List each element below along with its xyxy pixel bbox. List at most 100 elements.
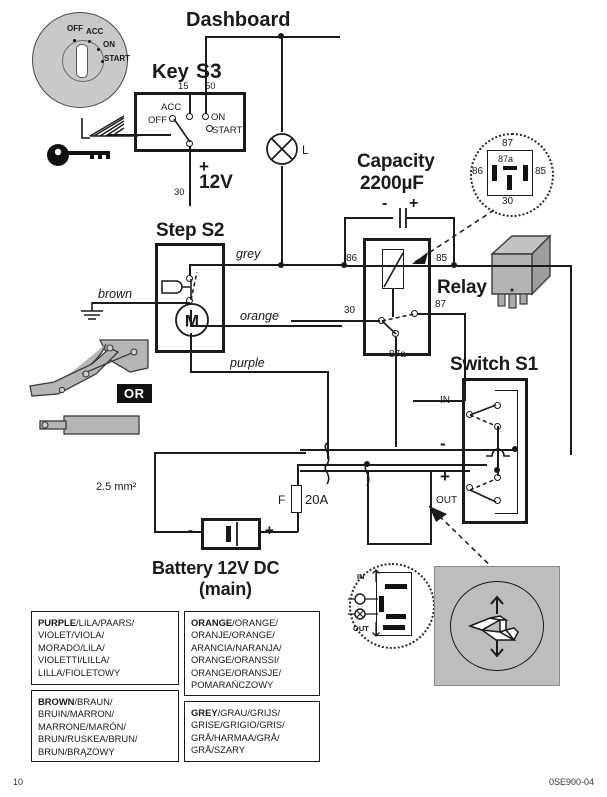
relay-pin-87: 87 [502,138,514,149]
key-contact-start: START [212,125,243,136]
switch-junction-minus [512,446,518,452]
relay-coil-wire [342,265,455,267]
purple-legend: PURPLE/LILA/PAARS/ VIOLET/VIOLA/ MORADO/… [31,611,179,685]
document-code: 0SE900-04 [548,777,594,787]
switch-in-blades [469,404,497,427]
supply-terminal-30: 30 [174,187,185,198]
dial-tick-on [97,48,100,51]
junction-top-right [278,33,284,39]
key-off-feed [108,134,171,136]
relay-circuit-87: 87 [435,299,447,310]
switch-out-common[interactable] [466,484,473,491]
relay-right-rail-v [570,265,572,455]
relay-pinbar-30 [507,175,512,190]
brown-ground-v [92,302,94,304]
relay-title: Relay [437,277,487,298]
key-wire-50-up [205,36,207,82]
battery-title: Battery 12V DC [152,558,280,578]
switch-detail-bar-top [385,584,407,589]
battery-neg-into [154,531,201,533]
relay-30-wire [291,320,380,322]
purple-wire [190,371,328,373]
relay-circuit-85: 85 [436,253,448,264]
wire-label-orange: orange [240,309,279,323]
step-term-upper[interactable] [186,275,193,282]
motor-symbol: M [175,303,209,337]
switch-detail-bar-bot [383,625,405,630]
key-term-on[interactable] [202,113,209,120]
key-term-off[interactable] [169,115,176,122]
dial-label-on: ON [103,40,115,49]
dial-tick-start [101,60,104,63]
switch-detail-bar-mid [379,596,384,612]
ground-symbol [81,302,103,320]
purple-legend-rest: /LILA/PAARS/ VIOLET/VIOLA/ MORADO/LILA/ … [38,617,135,678]
relay-contact-blade [381,313,415,335]
relay-circuit-86: 86 [346,253,358,264]
relay-coil-stem [392,289,394,317]
key-term-acc[interactable] [186,113,193,120]
purple-legend-bold: PURPLE [38,617,77,628]
relay-pinout-pointer [411,209,495,265]
step-switch-blade [190,271,198,301]
relay-87-drop [464,313,466,401]
key-wire-50 [205,80,207,115]
rail-detail-bottom [367,543,432,545]
relay-term-87[interactable] [411,310,418,317]
grey-legend-rest: /GRAU/GRIJS/ GRISE/GRIGIO/GRIS/ GRÅ/HARM… [191,707,285,756]
relay-pinbar-85 [523,165,528,181]
step-icon-circle [450,581,544,671]
battery-plus: + [265,523,274,538]
switch-minus-label: - [440,434,446,453]
wire-label-grey: grey [236,247,261,261]
key-pole-down [189,146,191,206]
switch-junction-plus [494,467,500,473]
fuse-to-rail [297,464,487,466]
switch-title: Switch S1 [450,354,538,375]
capacity-value: 2200µF [360,173,424,194]
key-contact-on: ON [211,112,226,123]
battery-pos-out [260,531,298,533]
switch-detail-terminals [348,593,378,620]
relay-pin-87a: 87a [498,154,514,164]
lamp-symbol [266,133,298,165]
relay-pinbar-87a [503,166,517,170]
switch-s1-box [462,378,528,524]
battery-subtitle: (main) [199,579,252,599]
supply-plus: + [199,157,209,176]
relay-pin-86: 86 [472,166,484,177]
brown-wire [92,302,190,304]
orange-wire [190,325,342,327]
relay-87-to-in [413,400,465,402]
orange-wire-stub [190,310,192,325]
switch-plus-rail [300,470,470,472]
fuse-rating: 20A [305,492,329,507]
relay-pin-30: 30 [502,196,514,207]
cap-wire-left [344,217,393,219]
relay-pin-85: 85 [535,166,547,177]
page-number: 10 [13,777,24,787]
spark-symbol [81,115,138,139]
wire-label-purple: purple [230,356,265,370]
brown-legend-bold: BROWN [38,696,75,707]
battery-cell-symbol [226,522,238,546]
cap-drop-right [453,217,455,265]
or-badge: OR [117,384,152,403]
dial-label-acc: ACC [86,27,104,36]
purple-wire-stub [190,333,192,371]
fuse-body [291,485,302,513]
switch-out-label: OUT [436,495,458,506]
grey-wire-stub [189,264,191,278]
lamp-label: L [302,143,309,157]
wire-crossover-2 [324,463,330,485]
key-term-start[interactable] [206,125,213,132]
cap-plus: + [409,195,419,212]
switch-arc-hop [486,448,510,457]
capacity-title: Capacity [357,151,435,172]
dial-label-off: OFF [67,24,83,33]
battery-neg-left [154,452,156,532]
step-cam-symbol [161,280,190,294]
relay-pinout-circle [470,133,554,217]
rail-drop-to-detail [367,470,369,543]
switch-out-blades [469,478,497,503]
